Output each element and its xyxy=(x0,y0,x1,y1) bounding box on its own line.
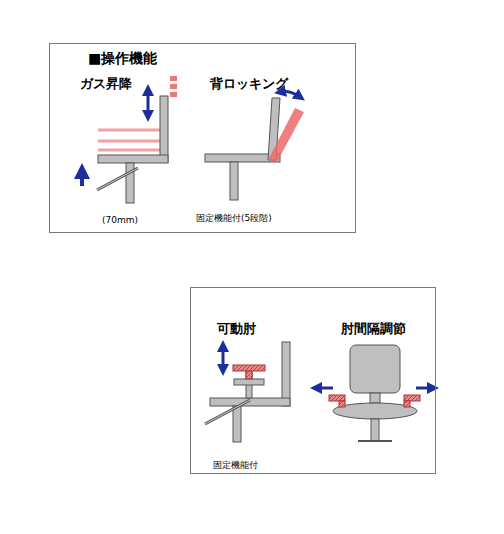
feature-label: 可動肘 xyxy=(217,320,256,338)
gas-lift-chair xyxy=(82,76,177,203)
heading: ■操作機能 xyxy=(88,50,157,68)
note-label: (70mm) xyxy=(102,215,138,225)
movable-armrest-chair xyxy=(205,342,290,442)
feature-label: 背ロッキング xyxy=(210,75,288,93)
note-label: 固定機能付(5段階) xyxy=(196,212,272,225)
feature-panel: ガス昇降 (70mm) 背ロッキング固定機能付(5段階) xyxy=(49,43,356,233)
feature-panel: 可動肘固定機能付 肘間隔調節 xyxy=(190,287,436,474)
note-label: 固定機能付 xyxy=(213,459,258,472)
armrest-width-chair xyxy=(316,345,433,441)
feature-label: 肘間隔調節 xyxy=(341,320,406,338)
feature-label: ガス昇降 xyxy=(80,75,132,93)
back-rocking-chair xyxy=(205,92,304,200)
